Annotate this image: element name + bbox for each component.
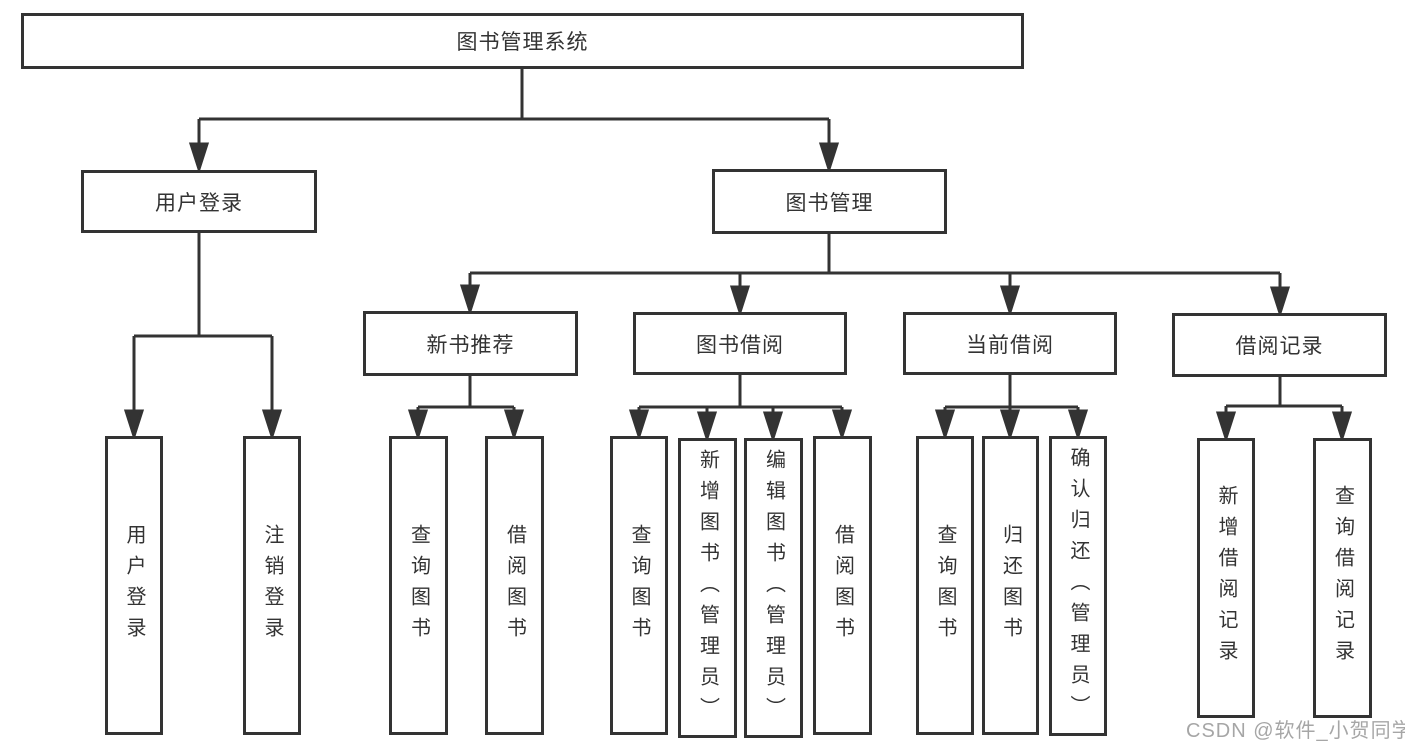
node-borrowing-records: 借阅记录	[1172, 313, 1387, 377]
leaf-current-query-books: 查询图书	[916, 436, 974, 735]
connector-current-borrowing-to-leaves	[934, 375, 1089, 441]
connector-borrowing-records-to-leaves	[1215, 377, 1353, 443]
leaf-records-query-record: 查询借阅记录	[1313, 438, 1372, 718]
leaf-borrowing-edit-books-admin: 编辑图书（管理员）	[744, 438, 803, 738]
connector-new-book-to-leaves	[407, 376, 525, 441]
leaf-borrowing-borrow-books: 借阅图书	[813, 436, 872, 735]
node-new-book-recommend: 新书推荐	[363, 311, 578, 376]
node-user-login: 用户登录	[81, 170, 317, 233]
leaf-newbook-query-books: 查询图书	[389, 436, 448, 735]
leaf-current-return-books: 归还图书	[982, 436, 1039, 735]
csdn-watermark: CSDN @软件_小贺同学	[1186, 720, 1405, 742]
leaf-current-confirm-return-admin: 确认归还（管理员）	[1049, 436, 1107, 736]
leaf-records-add-record: 新增借阅记录	[1197, 438, 1255, 718]
connector-book-borrowing-to-leaves	[628, 375, 853, 443]
node-root: 图书管理系统	[21, 13, 1024, 69]
connector-book-management-to-level3	[459, 234, 1291, 318]
leaf-logout: 注销登录	[243, 436, 301, 735]
connector-root-to-level2	[188, 69, 840, 174]
node-book-management: 图书管理	[712, 169, 947, 234]
connector-user-login-to-leaves	[123, 233, 283, 441]
leaf-newbook-borrow-books: 借阅图书	[485, 436, 544, 735]
node-book-borrowing: 图书借阅	[633, 312, 847, 375]
node-current-borrowing: 当前借阅	[903, 312, 1117, 375]
leaf-borrowing-query-books: 查询图书	[610, 436, 668, 735]
leaf-borrowing-add-books-admin: 新增图书（管理员）	[678, 438, 737, 738]
leaf-user-login: 用户登录	[105, 436, 163, 735]
